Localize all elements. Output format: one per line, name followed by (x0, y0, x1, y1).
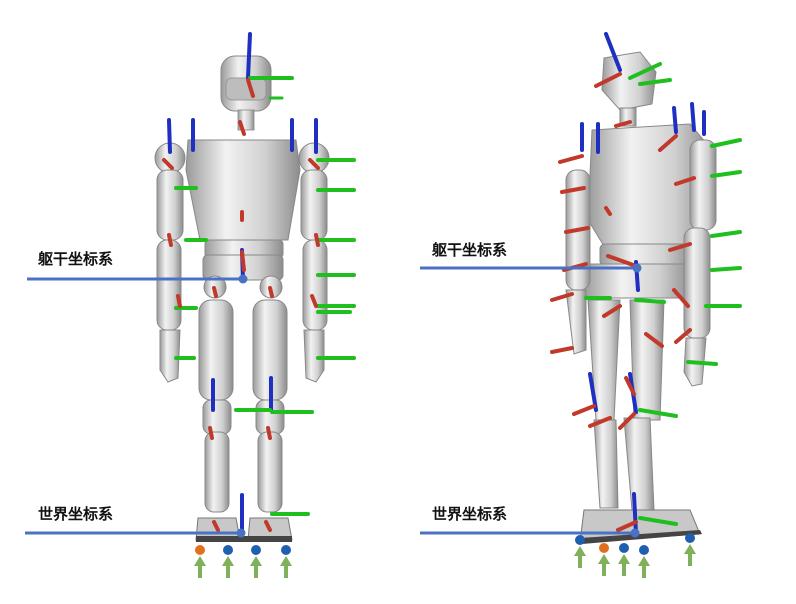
world-frame-callout-side: 世界坐标系 (420, 505, 640, 538)
force-arrow-icon (574, 546, 586, 568)
contact-sphere (685, 533, 695, 543)
torso-frame-label: 躯干坐标系 (37, 250, 113, 268)
contact-sphere (251, 545, 261, 555)
force-arrow-icon (598, 554, 610, 576)
torso-frame-marker (238, 274, 248, 284)
force-arrow-icon (222, 556, 234, 578)
force-arrow-icon (280, 556, 292, 578)
front-left-forearm (156, 239, 182, 331)
torso-frame-callout-side: 躯干坐标系 (420, 241, 642, 273)
torso-frame-marker (632, 263, 642, 273)
front-frame-axes (162, 32, 356, 534)
front-right-forearm (302, 239, 328, 331)
front-left-shin (204, 431, 230, 513)
front-right-shin (257, 431, 283, 513)
side-front-upper-arm (689, 139, 717, 231)
side-front-shin (623, 417, 655, 511)
force-arrow-icon (618, 554, 630, 576)
contact-sphere (619, 543, 629, 553)
side-frame-axes (550, 32, 742, 536)
contact-sphere (223, 545, 233, 555)
front-contact-points (194, 545, 292, 578)
contact-sphere (639, 545, 649, 555)
torso-frame-callout-front: 躯干坐标系 (27, 250, 248, 284)
contact-sphere (195, 545, 205, 555)
front-robot-torso (185, 139, 301, 241)
contact-sphere (599, 543, 609, 553)
contact-sphere (575, 535, 585, 545)
force-arrow-icon (250, 556, 262, 578)
front-left-upper-arm (156, 169, 184, 241)
force-arrow-icon (194, 556, 206, 578)
side-contact-points (574, 533, 696, 578)
world-frame-callout-front: 世界坐标系 (25, 505, 246, 538)
front-right-upper-arm (300, 169, 328, 241)
world-frame-label: 世界坐标系 (432, 505, 507, 523)
torso-frame-label: 躯干坐标系 (431, 241, 507, 259)
contact-sphere (281, 545, 291, 555)
world-frame-marker (236, 528, 246, 538)
world-frame-label: 世界坐标系 (38, 505, 113, 523)
force-arrow-icon (638, 556, 650, 578)
front-left-thigh (198, 299, 234, 401)
world-frame-marker (630, 528, 640, 538)
force-arrow-icon (684, 544, 696, 566)
side-robot-head (601, 51, 657, 111)
